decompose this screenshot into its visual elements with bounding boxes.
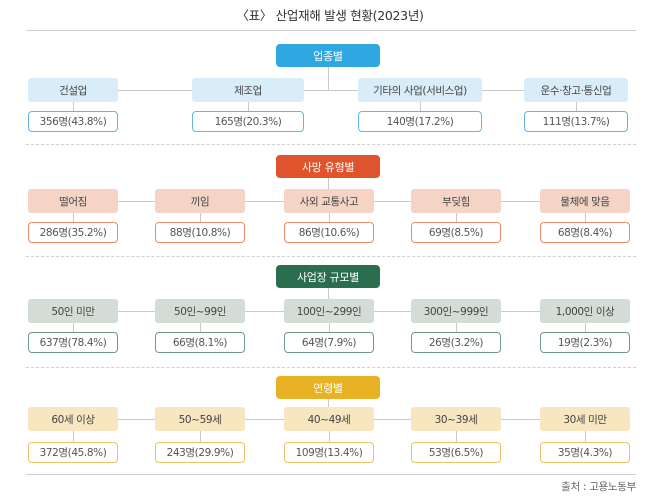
connector-line [329,213,330,222]
category-value: 35명(4.3%) [540,442,630,463]
category-value: 26명(3.2%) [411,332,501,353]
category-label: 50인 미만 [28,299,118,323]
category-value: 69명(8.5%) [411,222,501,243]
connector-line [248,102,249,111]
connector-line [456,431,457,442]
category-label: 40~49세 [284,407,374,431]
connector-line [200,213,201,222]
category-label: 제조업 [192,78,304,102]
category-label: 1,000인 이상 [540,299,630,323]
top-divider [26,30,636,31]
connector-line [73,323,74,332]
category-value: 88명(10.8%) [155,222,245,243]
category-value: 53명(6.5%) [411,442,501,463]
connector-line [456,323,457,332]
category-value: 111명(13.7%) [524,111,628,132]
category-value: 372명(45.8%) [28,442,118,463]
connector-line [585,323,586,332]
section-header: 사업장 규모별 [276,265,380,288]
category-label: 기타의 사업(서비스업) [358,78,482,102]
connector-line [328,67,329,90]
category-label: 사외 교통사고 [284,189,374,213]
category-value: 66명(8.1%) [155,332,245,353]
connector-line [73,431,74,442]
connector-line [420,102,421,111]
category-label: 50인~99인 [155,299,245,323]
category-value: 243명(29.9%) [155,442,245,463]
connector-line [200,431,201,442]
category-value: 109명(13.4%) [284,442,374,463]
category-label: 30~39세 [411,407,501,431]
category-value: 86명(10.6%) [284,222,374,243]
connector-line [456,213,457,222]
category-value: 356명(43.8%) [28,111,118,132]
category-label: 물체에 맞음 [540,189,630,213]
category-value: 165명(20.3%) [192,111,304,132]
category-value: 19명(2.3%) [540,332,630,353]
section-divider [26,256,636,257]
category-label: 100인~299인 [284,299,374,323]
section-divider [26,367,636,368]
category-label: 떨어짐 [28,189,118,213]
category-label: 끼임 [155,189,245,213]
category-value: 637명(78.4%) [28,332,118,353]
connector-line [200,323,201,332]
category-label: 50~59세 [155,407,245,431]
connector-line [73,213,74,222]
category-label: 300인~999인 [411,299,501,323]
section-divider [26,144,636,145]
page-title: 〈표〉 산업재해 발생 현황(2023년) [236,8,424,23]
connector-line [118,90,524,91]
section-header: 연령별 [276,376,380,399]
connector-line [329,431,330,442]
category-label: 60세 이상 [28,407,118,431]
connector-line [585,431,586,442]
category-label: 건설업 [28,78,118,102]
category-label: 부딪힘 [411,189,501,213]
bottom-divider [26,474,636,475]
section-header: 업종별 [276,44,380,67]
category-label: 30세 미만 [540,407,630,431]
category-value: 286명(35.2%) [28,222,118,243]
section-header: 사망 유형별 [276,155,380,178]
category-value: 64명(7.9%) [284,332,374,353]
category-label: 운수·창고·통신업 [524,78,628,102]
connector-line [576,102,577,111]
category-value: 68명(8.4%) [540,222,630,243]
source-note: 출처 : 고용노동부 [561,481,636,493]
connector-line [73,102,74,111]
connector-line [585,213,586,222]
category-value: 140명(17.2%) [358,111,482,132]
connector-line [329,323,330,332]
